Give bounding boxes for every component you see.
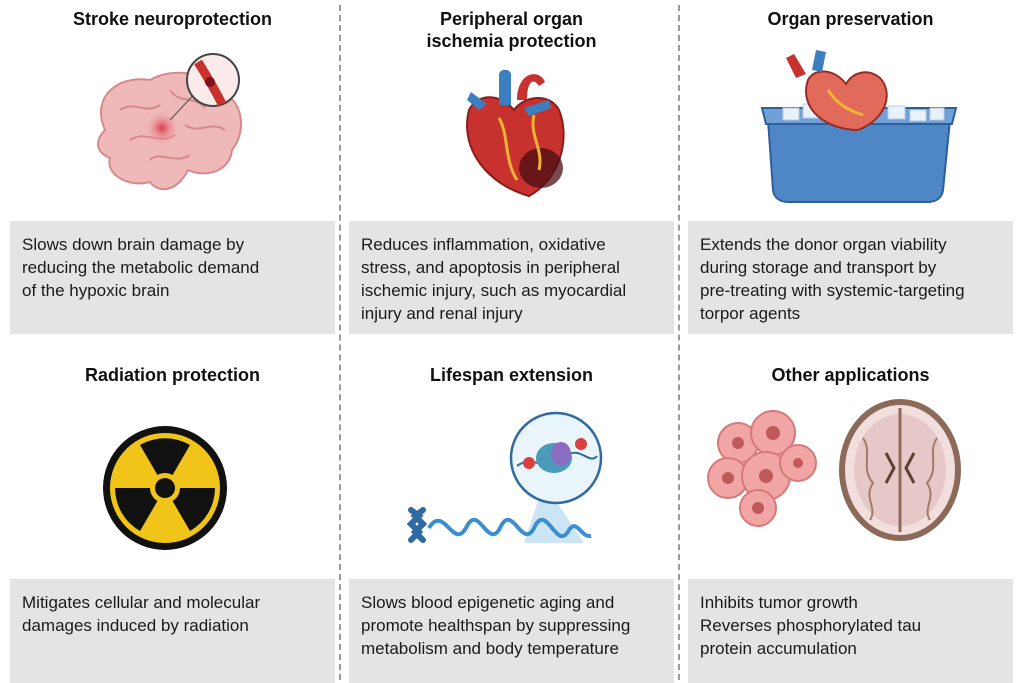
- description-line: during storage and transport by: [700, 258, 937, 277]
- panel-title: Lifespan extension: [429, 365, 594, 385]
- title-line: ischemia protection: [426, 31, 597, 51]
- description-line: ischemic injury, such as myocardial: [361, 281, 627, 300]
- description-line: pre-treating with systemic-targeting: [700, 281, 965, 300]
- column-separator-2: [678, 5, 680, 680]
- panel-radiation-protection: Radiation protection Mitigates cellular …: [10, 358, 335, 683]
- heart-icon: [466, 69, 565, 198]
- description-line: torpor agents: [700, 304, 801, 323]
- column-separator-1: [339, 5, 341, 680]
- panel-description: Inhibits tumor growth Reverses phosphory…: [688, 579, 1013, 683]
- description-line: Inhibits tumor growth: [700, 593, 858, 612]
- panel-description: Slows down brain damage by reducing the …: [10, 221, 335, 334]
- description-line: Reverses phosphorylated tau: [700, 616, 922, 635]
- panel-lifespan-extension: Lifespan extension Slows blood epigeneti…: [349, 358, 674, 683]
- description-line: Slows blood epigenetic aging and: [361, 593, 615, 612]
- tumor-cells-and-brain-slice-icon: [707, 399, 961, 541]
- chromosome-dna-icon: [406, 411, 603, 543]
- panel-stroke-neuroprotection: Stroke neuroprotection Slows down brain …: [10, 0, 335, 340]
- title-line: Peripheral organ: [439, 9, 584, 29]
- description-line: Mitigates cellular and molecular: [22, 593, 261, 612]
- description-line: of the hypoxic brain: [22, 281, 170, 300]
- heart-in-ice-box-icon: [760, 50, 958, 203]
- panel-description: Extends the donor organ viability during…: [688, 221, 1013, 334]
- description-line: Slows down brain damage by: [22, 235, 245, 254]
- panel-title: Radiation protection: [85, 365, 260, 385]
- panel-title: Other applications: [771, 365, 930, 385]
- description-line: reducing the metabolic demand: [22, 258, 260, 277]
- panel-description: Slows blood epigenetic aging and promote…: [349, 579, 674, 683]
- panel-peripheral-organ-ischemia-protection: Peripheral organ ischemia protection Red…: [349, 0, 674, 340]
- description-line: stress, and apoptosis in peripheral: [361, 258, 620, 277]
- panel-description: Reduces inflammation, oxidative stress, …: [349, 221, 674, 334]
- panel-other-applications: Other applications Inhibits tumor growth…: [688, 358, 1013, 683]
- description-line: injury and renal injury: [361, 304, 523, 323]
- panel-title: Peripheral organ ischemia protection: [349, 8, 674, 52]
- panel-title: Stroke neuroprotection: [72, 9, 273, 29]
- radiation-icon: [103, 426, 227, 550]
- description-line: promote healthspan by suppressing: [361, 616, 631, 635]
- brain-icon: [97, 53, 242, 191]
- description-line: metabolism and body temperature: [361, 639, 619, 658]
- description-line: damages induced by radiation: [22, 616, 249, 635]
- panel-description: Mitigates cellular and molecular damages…: [10, 579, 335, 683]
- panel-organ-preservation: Organ preservation Extends the donor org…: [688, 0, 1013, 340]
- description-line: Extends the donor organ viability: [700, 235, 947, 254]
- description-line: protein accumulation: [700, 639, 857, 658]
- panel-title: Organ preservation: [767, 9, 934, 29]
- description-line: Reduces inflammation, oxidative: [361, 235, 606, 254]
